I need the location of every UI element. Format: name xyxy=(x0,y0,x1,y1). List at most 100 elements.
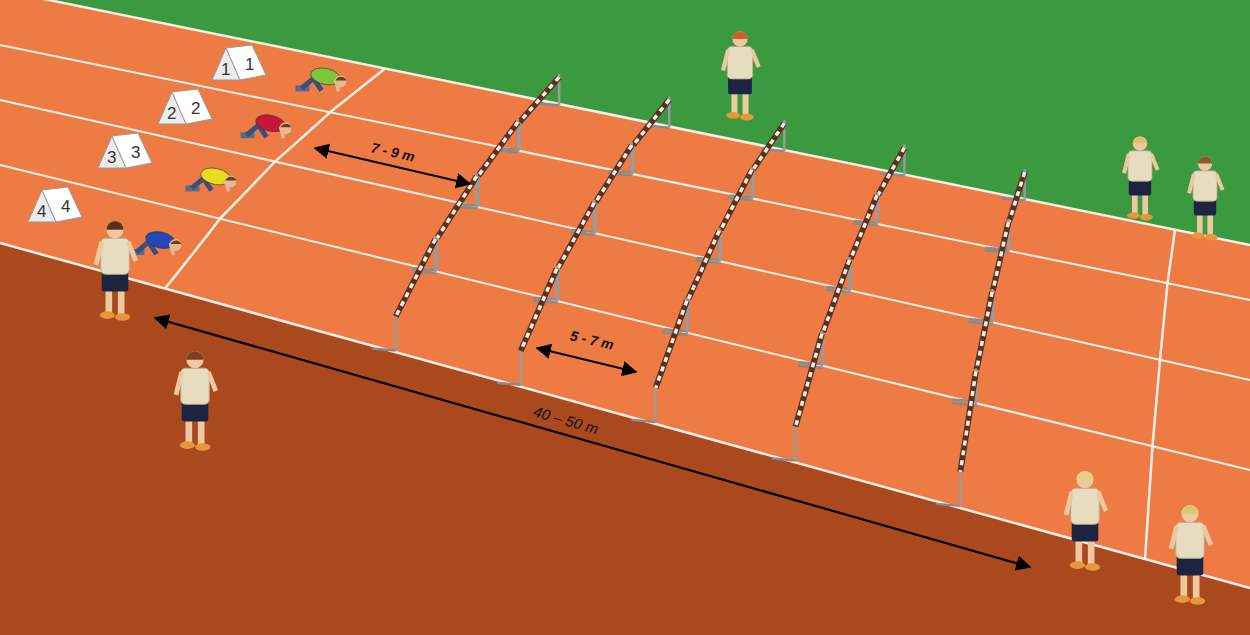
hurdle-bar-stripes xyxy=(993,222,1009,291)
hurdle xyxy=(372,236,436,350)
shirt xyxy=(1071,488,1100,524)
leg xyxy=(1207,212,1213,234)
official xyxy=(1124,136,1158,220)
hurdle-bar-stripes xyxy=(688,231,719,300)
hurdle-bar xyxy=(993,222,1009,291)
arm xyxy=(1124,154,1129,173)
runner-head xyxy=(170,239,182,251)
shoe xyxy=(100,311,115,319)
hurdle-foot xyxy=(936,504,960,506)
arm xyxy=(1216,174,1222,190)
hurdle-bar-stripes xyxy=(633,100,669,145)
lane-number: 4 xyxy=(37,203,46,220)
leg xyxy=(186,418,193,445)
shoe xyxy=(1192,232,1205,238)
lane-number-marker: 22 xyxy=(156,88,214,126)
hurdle-bar xyxy=(520,77,560,122)
hurdle-foot xyxy=(1001,198,1025,200)
hair xyxy=(106,221,123,230)
shirt xyxy=(1193,171,1217,201)
hurdle-bar-stripes xyxy=(721,170,752,230)
official xyxy=(723,31,759,120)
lane-number-marker: 33 xyxy=(96,132,154,170)
arm xyxy=(96,242,102,265)
hurdle-post xyxy=(959,469,962,506)
leg xyxy=(106,288,113,315)
hurdle-bar-stripes xyxy=(396,239,436,316)
head xyxy=(1076,471,1093,488)
lane-number-marker: 44 xyxy=(26,186,84,224)
hurdle-bar-stripes xyxy=(851,195,877,259)
marker-face xyxy=(172,89,212,124)
shirt xyxy=(727,47,753,79)
hurdle xyxy=(799,257,849,364)
hurdle-bar-stripes xyxy=(520,77,560,122)
hurdle-bar-stripes xyxy=(753,123,784,169)
arm xyxy=(752,50,759,67)
hurdle-bar-stripes xyxy=(977,292,993,370)
hurdle xyxy=(664,228,719,332)
head xyxy=(1198,156,1212,170)
leg xyxy=(1197,212,1203,234)
runner-hair xyxy=(171,240,182,244)
hurdle-bar-stripes xyxy=(558,203,594,268)
arm xyxy=(1066,492,1072,515)
officials xyxy=(96,31,1223,605)
head xyxy=(106,221,123,238)
hurdle-bar-stripes xyxy=(1009,172,1025,222)
hurdle-bar xyxy=(656,301,687,388)
shoe xyxy=(1127,212,1140,218)
leg xyxy=(1193,572,1200,599)
lane-number-marker: 11 xyxy=(210,44,268,82)
runner-head xyxy=(280,122,292,134)
hurdle-bar-stripes xyxy=(437,176,477,238)
arm xyxy=(208,372,216,391)
arm xyxy=(1203,526,1211,545)
shoe xyxy=(1175,595,1190,603)
official xyxy=(176,351,216,451)
marker-shape xyxy=(156,88,214,126)
shoe xyxy=(180,441,195,449)
lane-number: 3 xyxy=(107,149,116,166)
shoe xyxy=(115,313,130,321)
hurdle-bar xyxy=(977,292,993,370)
hurdle-bar xyxy=(878,148,904,195)
lane-number: 4 xyxy=(61,198,70,215)
runner-hair xyxy=(336,77,347,81)
lane-line xyxy=(0,0,1250,245)
hair xyxy=(1198,156,1212,163)
runner xyxy=(131,229,182,255)
shoe xyxy=(1140,214,1153,220)
hurdle-post xyxy=(794,424,797,461)
arm xyxy=(1171,526,1177,549)
leg xyxy=(743,91,749,115)
hurdle xyxy=(729,120,784,197)
shirt xyxy=(181,368,210,404)
hurdle-bar-stripes xyxy=(478,122,518,176)
leg xyxy=(1142,192,1148,214)
lane-number: 1 xyxy=(221,61,230,78)
hurdle-bar xyxy=(1009,172,1025,222)
hurdle-bar xyxy=(437,176,477,238)
shoe xyxy=(1085,563,1100,571)
hurdle-foot xyxy=(497,383,521,385)
hurdle-bar xyxy=(633,100,669,145)
marker-face xyxy=(112,133,152,168)
shoe xyxy=(1205,234,1218,240)
hurdle-foot xyxy=(772,459,796,461)
shoe xyxy=(195,443,210,451)
leg xyxy=(1076,538,1083,565)
finish-line xyxy=(1145,230,1175,559)
marker-face xyxy=(226,45,266,80)
hurdle xyxy=(572,142,632,232)
hurdle-bar-stripes xyxy=(796,334,822,427)
leg xyxy=(1088,538,1095,565)
hurdle xyxy=(697,167,752,260)
hair xyxy=(1076,471,1093,480)
runner xyxy=(186,165,237,191)
shirt xyxy=(1128,151,1152,181)
official xyxy=(1189,156,1223,240)
hurdles xyxy=(372,74,1025,506)
official xyxy=(1066,471,1106,571)
hurdle-bar xyxy=(396,239,436,316)
